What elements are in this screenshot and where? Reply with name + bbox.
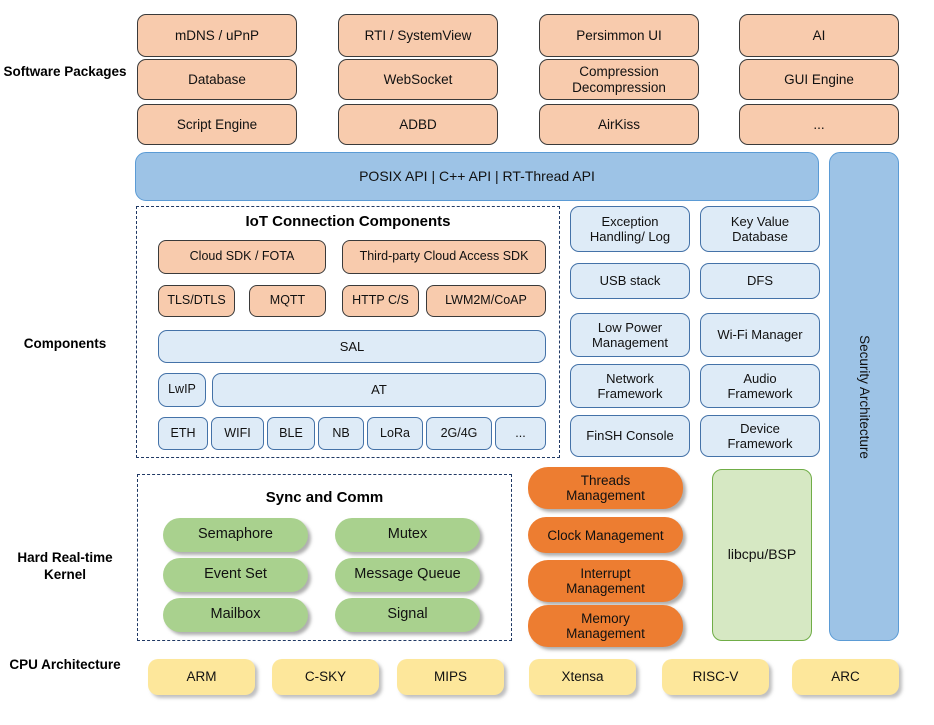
kernel-signal[interactable]: Signal <box>335 598 480 632</box>
kernel-threads-management[interactable]: Threads Management <box>528 467 683 509</box>
iot-mqtt[interactable]: MQTT <box>249 285 326 317</box>
component-usb-stack[interactable]: USB stack <box>570 263 690 299</box>
cpu-c-sky[interactable]: C-SKY <box>272 659 379 695</box>
row-label-kernel: Hard Real-time Kernel <box>17 550 113 582</box>
package-database[interactable]: Database <box>137 59 297 100</box>
iot-http-cs[interactable]: HTTP C/S <box>342 285 419 317</box>
component-audio-framework[interactable]: Audio Framework <box>700 364 820 408</box>
kernel-libcpu-bsp[interactable]: libcpu/BSP <box>712 469 812 641</box>
security-architecture-bar[interactable]: Security Architecture <box>829 152 899 641</box>
package-websocket[interactable]: WebSocket <box>338 59 498 100</box>
sync-and-comm-group <box>137 474 512 641</box>
package-rti-systemview[interactable]: RTI / SystemView <box>338 14 498 57</box>
kernel-memory-management[interactable]: Memory Management <box>528 605 683 647</box>
kernel-mailbox[interactable]: Mailbox <box>163 598 308 632</box>
iot-link-lora[interactable]: LoRa <box>367 417 423 450</box>
iot-lwm2m-coap[interactable]: LWM2M/CoAP <box>426 285 546 317</box>
iot-lwip[interactable]: LwIP <box>158 373 206 407</box>
iot-link-nb[interactable]: NB <box>318 417 364 450</box>
component-network-framework[interactable]: Network Framework <box>570 364 690 408</box>
iot-link-wifi[interactable]: WIFI <box>211 417 264 450</box>
package-gui-engine[interactable]: GUI Engine <box>739 59 899 100</box>
iot-at[interactable]: AT <box>212 373 546 407</box>
component-device-framework[interactable]: Device Framework <box>700 415 820 457</box>
kernel-interrupt-management[interactable]: Interrupt Management <box>528 560 683 602</box>
package-mdns-upnp[interactable]: mDNS / uPnP <box>137 14 297 57</box>
package-airkiss[interactable]: AirKiss <box>539 104 699 145</box>
cpu-risc-v[interactable]: RISC-V <box>662 659 769 695</box>
kernel-semaphore[interactable]: Semaphore <box>163 518 308 552</box>
kernel-event-set[interactable]: Event Set <box>163 558 308 592</box>
cpu-arm[interactable]: ARM <box>148 659 255 695</box>
component-wifi-manager[interactable]: Wi-Fi Manager <box>700 313 820 357</box>
package-more[interactable]: ... <box>739 104 899 145</box>
cpu-arc[interactable]: ARC <box>792 659 899 695</box>
iot-connection-components-group <box>136 206 560 458</box>
component-finsh-console[interactable]: FinSH Console <box>570 415 690 457</box>
package-persimmon-ui[interactable]: Persimmon UI <box>539 14 699 57</box>
package-script-engine[interactable]: Script Engine <box>137 104 297 145</box>
iot-third-party-cloud-access-sdk[interactable]: Third-party Cloud Access SDK <box>342 240 546 274</box>
iot-tls-dtls[interactable]: TLS/DTLS <box>158 285 235 317</box>
row-label-software-packages: Software Packages <box>3 64 127 79</box>
iot-group-title: IoT Connection Components <box>245 213 451 230</box>
kernel-clock-management[interactable]: Clock Management <box>528 517 683 553</box>
iot-link-2g-4g[interactable]: 2G/4G <box>426 417 492 450</box>
row-label-cpu-architecture: CPU Architecture <box>9 657 121 672</box>
cpu-mips[interactable]: MIPS <box>397 659 504 695</box>
kernel-mutex[interactable]: Mutex <box>335 518 480 552</box>
iot-link-more[interactable]: ... <box>495 417 546 450</box>
package-compression-decompression[interactable]: Compression Decompression <box>539 59 699 100</box>
iot-link-ble[interactable]: BLE <box>267 417 315 450</box>
sync-group-title: Sync and Comm <box>265 489 384 506</box>
row-label-components: Components <box>23 336 107 351</box>
component-low-power-management[interactable]: Low Power Management <box>570 313 690 357</box>
component-exception-handling-log[interactable]: Exception Handling/ Log <box>570 206 690 252</box>
kernel-message-queue[interactable]: Message Queue <box>335 558 480 592</box>
package-adbd[interactable]: ADBD <box>338 104 498 145</box>
package-ai[interactable]: AI <box>739 14 899 57</box>
iot-cloud-sdk-fota[interactable]: Cloud SDK / FOTA <box>158 240 326 274</box>
component-dfs[interactable]: DFS <box>700 263 820 299</box>
api-bar[interactable]: POSIX API | C++ API | RT-Thread API <box>135 152 819 201</box>
security-architecture-label: Security Architecture <box>856 334 872 459</box>
component-key-value-database[interactable]: Key Value Database <box>700 206 820 252</box>
cpu-xtensa[interactable]: Xtensa <box>529 659 636 695</box>
iot-sal[interactable]: SAL <box>158 330 546 363</box>
iot-link-eth[interactable]: ETH <box>158 417 208 450</box>
